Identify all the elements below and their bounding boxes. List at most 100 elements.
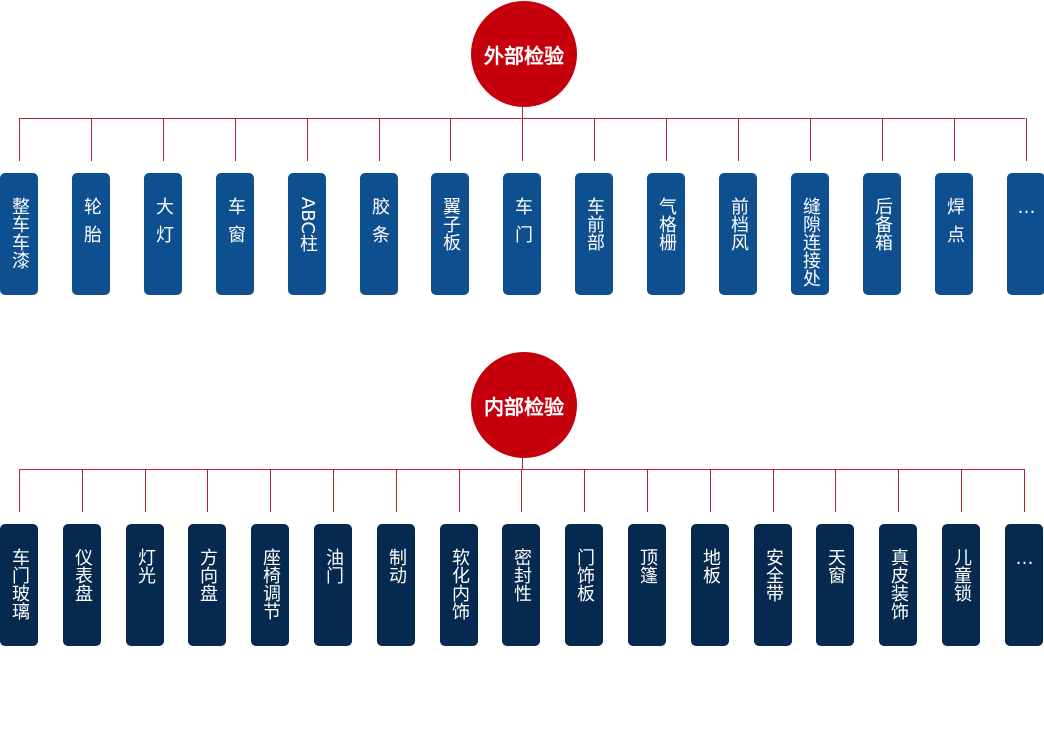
interior-item-label: 天窗 — [825, 548, 846, 584]
exterior-item-card: 整车车漆 — [0, 173, 38, 295]
exterior-item-label: 车前部 — [584, 197, 605, 251]
exterior-item-label: 翼子板 — [440, 197, 461, 251]
interior-item-card: 制动 — [377, 524, 415, 646]
interior-item-card: 安全带 — [754, 524, 792, 646]
interior-item-card: 密封性 — [502, 524, 540, 646]
exterior-item-label: 前档风 — [728, 197, 749, 251]
interior-item-label: 门饰板 — [574, 548, 595, 602]
interior-item-card: … — [1005, 524, 1043, 646]
interior-item-card: 座椅调节 — [251, 524, 289, 646]
exterior-connector-line — [379, 118, 380, 161]
exterior-connector-line — [163, 118, 164, 161]
exterior-trunk-line — [522, 106, 523, 118]
interior-connector-line — [145, 469, 146, 512]
exterior-item-label: 轮胎 — [81, 197, 102, 253]
interior-item-card: 门饰板 — [565, 524, 603, 646]
exterior-connector-line — [1026, 118, 1027, 161]
exterior-inspection-section: 外部检验 整车车漆 轮胎大灯车窗 ABC柱 胶条 翼子板 车门 车前部 气格栅 前档风 缝隙连接处… — [0, 0, 1044, 330]
exterior-item-label: 车窗 — [225, 197, 246, 253]
interior-connector-line — [898, 469, 899, 512]
interior-item-card: 灯光 — [126, 524, 164, 646]
interior-connector-line — [82, 469, 83, 512]
interior-item-label: 真皮装饰 — [888, 548, 909, 620]
interior-connector-line — [207, 469, 208, 512]
interior-item-label: 软化内饰 — [449, 548, 470, 620]
interior-hub: 内部检验 — [471, 352, 577, 458]
interior-hub-title: 内部检验 — [484, 394, 564, 419]
interior-item-label: 儿童锁 — [951, 548, 972, 602]
interior-item-card: 儿童锁 — [942, 524, 980, 646]
interior-connector-line — [710, 469, 711, 512]
exterior-item-label: 焊点 — [944, 197, 965, 253]
interior-item-label: 车门玻璃 — [9, 548, 30, 620]
exterior-item-card: 胶条 — [360, 173, 398, 295]
interior-item-label: 地板 — [700, 548, 721, 584]
interior-item-card: 天窗 — [816, 524, 854, 646]
interior-item-label: 油门 — [323, 548, 344, 584]
exterior-item-label: 大灯 — [153, 197, 174, 253]
exterior-connector-line — [307, 118, 308, 161]
interior-connector-line — [835, 469, 836, 512]
exterior-connector-line — [810, 118, 811, 161]
exterior-connector-line — [522, 118, 523, 161]
interior-item-label: 顶篷 — [637, 548, 658, 584]
exterior-item-card: ABC柱 — [288, 173, 326, 295]
interior-item-card: 车门玻璃 — [0, 524, 38, 646]
interior-trunk-line — [522, 457, 523, 469]
exterior-item-label: ABC柱 — [297, 197, 318, 252]
exterior-item-card: 焊点 — [935, 173, 973, 295]
exterior-hub: 外部检验 — [471, 1, 577, 107]
interior-connector-line — [1024, 469, 1025, 512]
interior-connector-line — [459, 469, 460, 512]
exterior-item-label: 胶条 — [369, 197, 390, 253]
exterior-connector-line — [666, 118, 667, 161]
interior-item-label: 安全带 — [763, 548, 784, 602]
exterior-item-card: 翼子板 — [431, 173, 469, 295]
exterior-item-card: 前档风 — [719, 173, 757, 295]
interior-item-card: 顶篷 — [628, 524, 666, 646]
interior-connector-line — [647, 469, 648, 512]
exterior-connector-line — [91, 118, 92, 161]
exterior-item-card: … — [1007, 173, 1044, 295]
exterior-item-card: 大灯 — [144, 173, 182, 295]
exterior-item-card: 车窗 — [216, 173, 254, 295]
exterior-item-card: 气格栅 — [647, 173, 685, 295]
exterior-item-label: 整车车漆 — [9, 197, 30, 269]
exterior-item-card: 后备箱 — [863, 173, 901, 295]
exterior-connector-line — [738, 118, 739, 161]
interior-item-card: 真皮装饰 — [879, 524, 917, 646]
exterior-item-label: 缝隙连接处 — [800, 197, 821, 287]
exterior-item-card: 车前部 — [575, 173, 613, 295]
exterior-item-label: … — [1016, 197, 1037, 218]
interior-connector-line — [773, 469, 774, 512]
exterior-connector-line — [954, 118, 955, 161]
interior-item-label: 方向盘 — [197, 548, 218, 602]
interior-connector-line — [19, 469, 20, 512]
interior-item-label: 制动 — [386, 548, 407, 584]
exterior-item-card: 车门 — [503, 173, 541, 295]
interior-connector-line — [961, 469, 962, 512]
exterior-item-label: 后备箱 — [872, 197, 893, 251]
interior-item-label: 密封性 — [511, 548, 532, 602]
interior-connector-line — [584, 469, 585, 512]
exterior-item-label: 气格栅 — [656, 197, 677, 251]
exterior-item-label: 车门 — [512, 197, 533, 253]
interior-item-card: 油门 — [314, 524, 352, 646]
exterior-hub-title: 外部检验 — [484, 43, 564, 68]
interior-item-label: 仪表盘 — [72, 548, 93, 602]
interior-item-card: 仪表盘 — [63, 524, 101, 646]
exterior-item-card: 缝隙连接处 — [791, 173, 829, 295]
interior-item-card: 地板 — [691, 524, 729, 646]
interior-item-label: 座椅调节 — [260, 548, 281, 620]
interior-item-label: 灯光 — [135, 548, 156, 584]
interior-connector-line — [270, 469, 271, 512]
interior-branch-line — [19, 469, 1025, 470]
exterior-connector-line — [594, 118, 595, 161]
exterior-connector-line — [19, 118, 20, 161]
exterior-connector-line — [882, 118, 883, 161]
interior-connector-line — [396, 469, 397, 512]
exterior-connector-line — [235, 118, 236, 161]
exterior-connector-line — [450, 118, 451, 161]
interior-connector-line — [333, 469, 334, 512]
